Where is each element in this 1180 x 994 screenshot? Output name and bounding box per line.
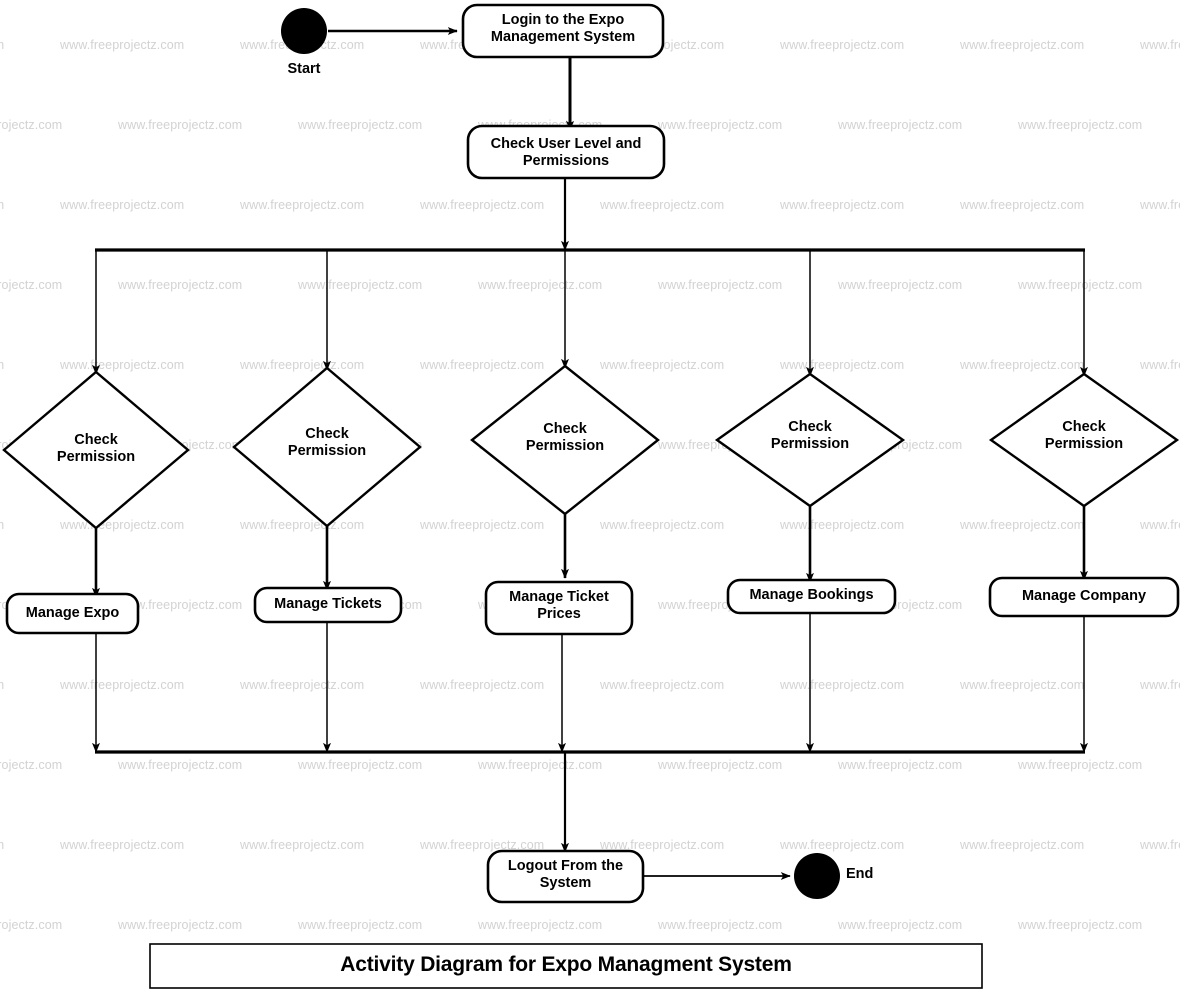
start-node-circle — [281, 8, 327, 54]
activity-box-manage-expo — [5, 592, 140, 635]
caption-frame — [149, 943, 983, 989]
node-manage-bookings[interactable] — [728, 580, 895, 613]
node-login[interactable] — [463, 5, 663, 57]
end-node[interactable] — [794, 853, 840, 899]
node-decision-2[interactable] — [234, 368, 420, 526]
node-logout[interactable] — [488, 851, 643, 902]
node-manage-expo[interactable] — [7, 594, 138, 633]
activity-box-manage-bookings — [726, 578, 897, 615]
node-decision-3[interactable] — [472, 366, 658, 514]
activity-box-login — [461, 3, 665, 59]
node-check-user-level[interactable] — [468, 126, 664, 178]
activity-box-manage-tickets — [253, 586, 403, 624]
node-manage-ticket-prices[interactable] — [486, 582, 632, 634]
end-node-circle — [794, 853, 840, 899]
node-manage-tickets[interactable] — [255, 588, 401, 622]
node-decision-5[interactable] — [991, 374, 1177, 506]
node-manage-company[interactable] — [990, 578, 1178, 616]
start-node[interactable] — [281, 8, 327, 54]
node-decision-4[interactable] — [717, 374, 903, 506]
node-decision-1[interactable] — [4, 372, 188, 528]
activity-box-manage-ticket-prices — [484, 580, 634, 636]
